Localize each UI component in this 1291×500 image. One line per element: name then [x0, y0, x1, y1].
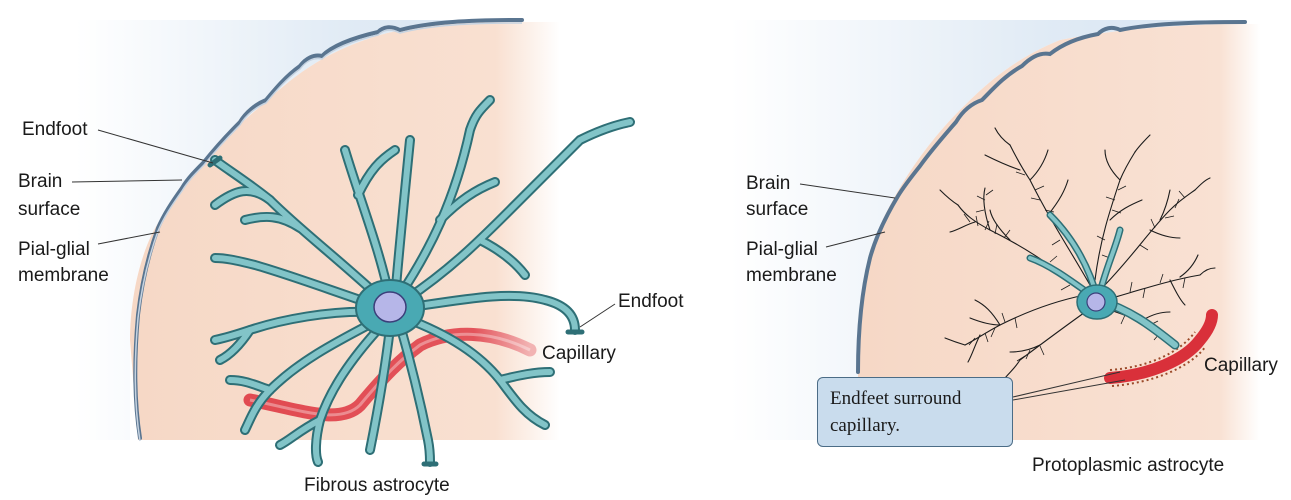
label-brain-surface-right-line2: surface	[746, 199, 809, 220]
callout-line1: Endfeet surround	[830, 388, 962, 409]
caption-protoplasmic-astrocyte: Protoplasmic astrocyte	[1032, 455, 1225, 476]
right-pial-glial-membrane	[856, 20, 1247, 374]
caption-fibrous-astrocyte: Fibrous astrocyte	[304, 475, 450, 496]
label-pial-glial-right-line1: Pial-glial	[746, 239, 818, 260]
left-panel	[71, 18, 635, 467]
right-capillary	[1104, 309, 1218, 384]
label-pial-glial-line2: membrane	[18, 265, 109, 286]
right-panel	[730, 20, 1260, 440]
label-capillary-right: Capillary	[1204, 355, 1278, 376]
callout-line2: capillary.	[830, 415, 900, 436]
left-outer-space	[75, 20, 522, 440]
label-brain-surface-right-line1: Brain	[746, 173, 791, 194]
fibrous-astrocyte-nucleus	[373, 291, 407, 323]
left-leader-lines	[71, 129, 616, 328]
label-pial-glial-right-line2: membrane	[746, 265, 837, 286]
label-brain-surface-line1: Brain	[18, 171, 63, 192]
label-endfoot-top: Endfoot	[22, 119, 88, 140]
label-capillary-left: Capillary	[542, 343, 616, 364]
right-leader-lines	[799, 183, 1126, 401]
label-brain-surface-line2: surface	[18, 199, 81, 220]
protoplasmic-astrocyte-nucleus	[1086, 292, 1106, 312]
endfeet-callout: Endfeet surround capillary.	[817, 377, 1013, 447]
protoplasmic-fine-branches	[963, 171, 1186, 362]
label-pial-glial-line1: Pial-glial	[18, 239, 90, 260]
left-capillary	[243, 327, 537, 422]
label-endfoot-right: Endfoot	[618, 291, 684, 312]
fibrous-astrocyte	[207, 95, 635, 467]
